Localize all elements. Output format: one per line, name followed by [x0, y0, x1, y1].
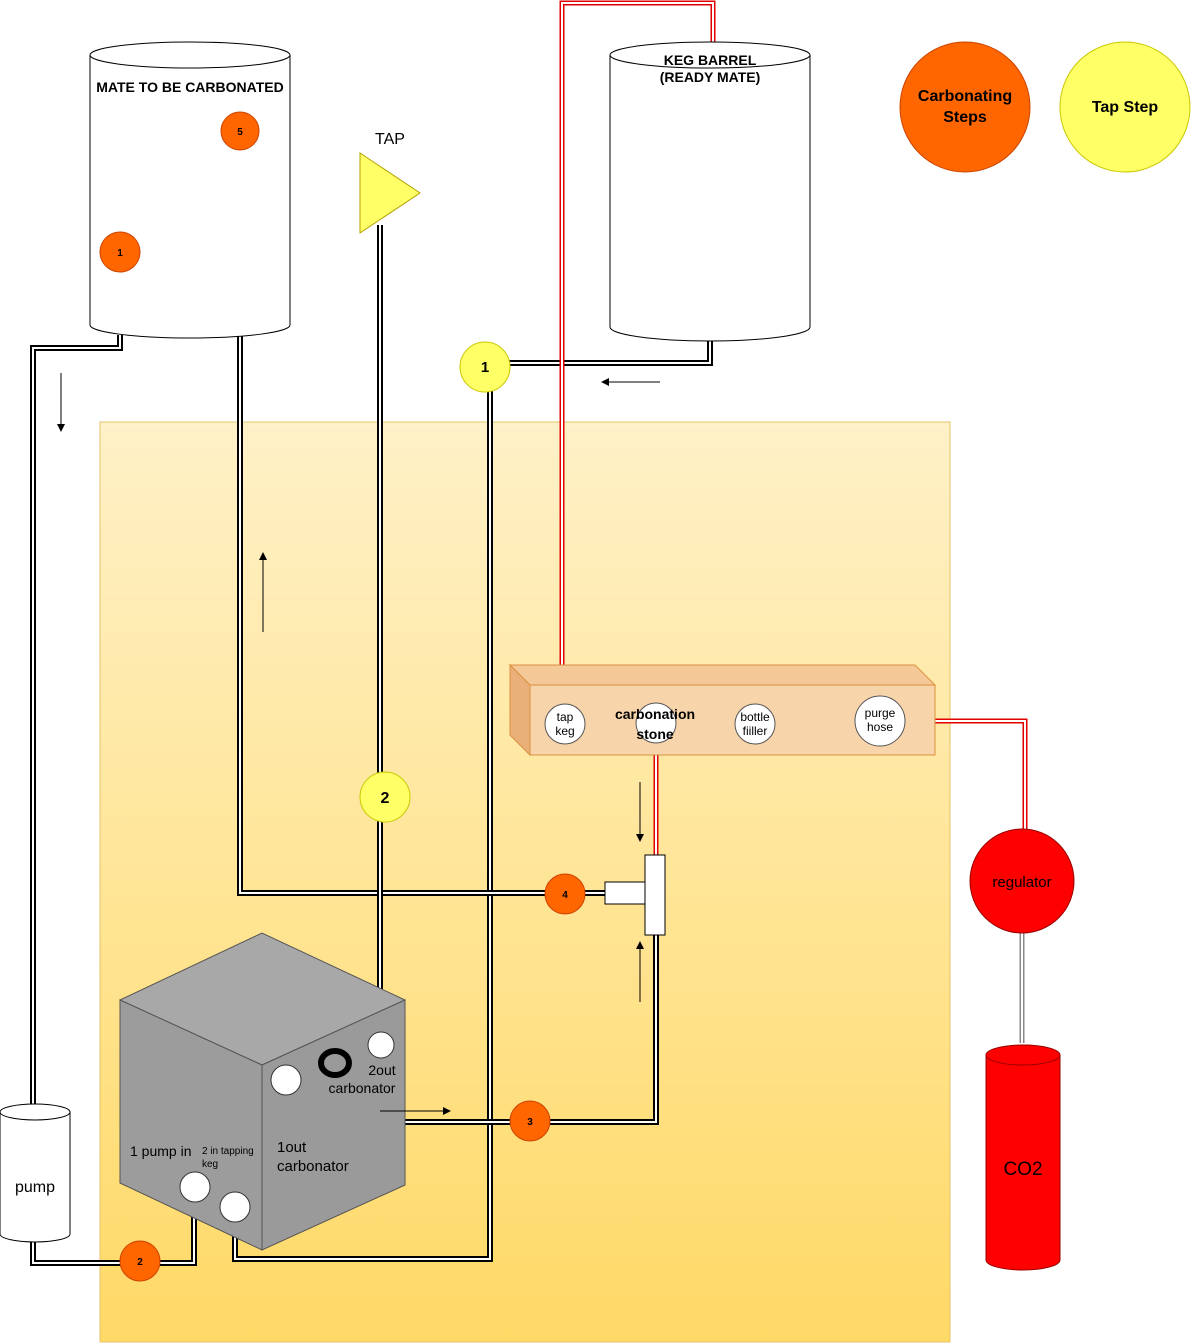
t-fitting — [604, 854, 666, 936]
pump-label: pump — [15, 1179, 55, 1196]
bottle-label-2: fiiller — [743, 724, 768, 738]
out1-label-2: carbonator — [277, 1158, 349, 1175]
gas-lines — [559, 0, 1028, 855]
pump: pump — [0, 1103, 71, 1243]
svg-text:1: 1 — [481, 359, 489, 376]
bottle-label-1: bottle — [740, 710, 770, 724]
port-tapping-keg-in[interactable] — [219, 1191, 251, 1223]
step-4-marker: 4 — [544, 873, 586, 915]
tap-in-label-2: keg — [202, 1159, 218, 1170]
port-bottle-filler[interactable] — [734, 703, 776, 745]
stone-label-2: stone — [636, 726, 674, 742]
legend-carbonating-label-2: Steps — [943, 109, 987, 126]
svg-text:2: 2 — [381, 790, 390, 807]
out2-label-1: 2out — [368, 1062, 395, 1078]
port-carbonation-stone[interactable] — [635, 702, 677, 744]
port-tap-keg[interactable] — [544, 703, 586, 745]
legend-tap-circle — [1059, 41, 1191, 173]
step-2-carbonating-marker: 2 — [119, 1240, 161, 1282]
step-markers: 5 1 1 2 4 3 2 — [99, 111, 586, 1282]
carbonator-ring-icon — [318, 1048, 352, 1078]
step-3-marker: 3 — [509, 1100, 551, 1142]
port-purge-hose[interactable] — [854, 695, 906, 747]
stone-label-1: carbonation — [615, 706, 695, 722]
port-tap-keg-label-2: keg — [555, 724, 574, 738]
co2-tank: CO2 — [985, 1044, 1061, 1271]
legend-carbonating-circle — [899, 41, 1031, 173]
keg-barrel-label-1: KEG BARREL — [664, 52, 757, 68]
step-2-tap-marker: 2 — [359, 771, 411, 823]
out2-label-2: carbonator — [329, 1080, 396, 1096]
purge-label-1: purge — [865, 706, 896, 720]
keg-barrel-label-2: (READY MATE) — [660, 69, 761, 85]
mate-tank: MATE TO BE CARBONATED — [89, 41, 291, 339]
svg-text:1: 1 — [117, 248, 123, 259]
legend: Carbonating Steps Tap Step — [899, 41, 1191, 173]
carbonator: 2out carbonator 1out carbonator 1 pump i… — [118, 932, 407, 1251]
svg-text:3: 3 — [527, 1117, 533, 1128]
step-5-marker: 5 — [220, 111, 260, 151]
port-pump-in[interactable] — [179, 1171, 211, 1203]
regulator-label: regulator — [992, 874, 1051, 891]
tap-in-label-1: 2 in tapping — [202, 1146, 254, 1157]
step-1-tap-marker: 1 — [459, 341, 511, 393]
step-1-carbonating-marker: 1 — [99, 231, 141, 273]
mate-tank-label: MATE TO BE CARBONATED — [96, 79, 283, 95]
legend-carbonating-label-1: Carbonating — [918, 88, 1012, 105]
port-tap-keg-label-1: tap — [557, 710, 574, 724]
keg-barrel: KEG BARREL (READY MATE) — [609, 41, 811, 342]
manifold: tap keg carbonation stone bottle fiiller… — [508, 663, 937, 757]
port-2out-carbonator[interactable] — [367, 1031, 395, 1059]
co2-label: CO2 — [1003, 1159, 1042, 1180]
port-1out-carbonator[interactable] — [270, 1064, 302, 1096]
svg-text:5: 5 — [237, 127, 243, 138]
tap-label: TAP — [375, 131, 405, 148]
tap: TAP — [359, 131, 421, 234]
out1-label-1: 1out — [277, 1139, 307, 1156]
svg-text:2: 2 — [137, 1257, 143, 1268]
purge-label-2: hose — [867, 720, 893, 734]
svg-text:4: 4 — [562, 890, 568, 901]
regulator: regulator — [969, 828, 1075, 934]
legend-tap-label: Tap Step — [1092, 99, 1159, 116]
pump-in-label: 1 pump in — [130, 1143, 191, 1159]
flow-arrows — [57, 373, 660, 1115]
